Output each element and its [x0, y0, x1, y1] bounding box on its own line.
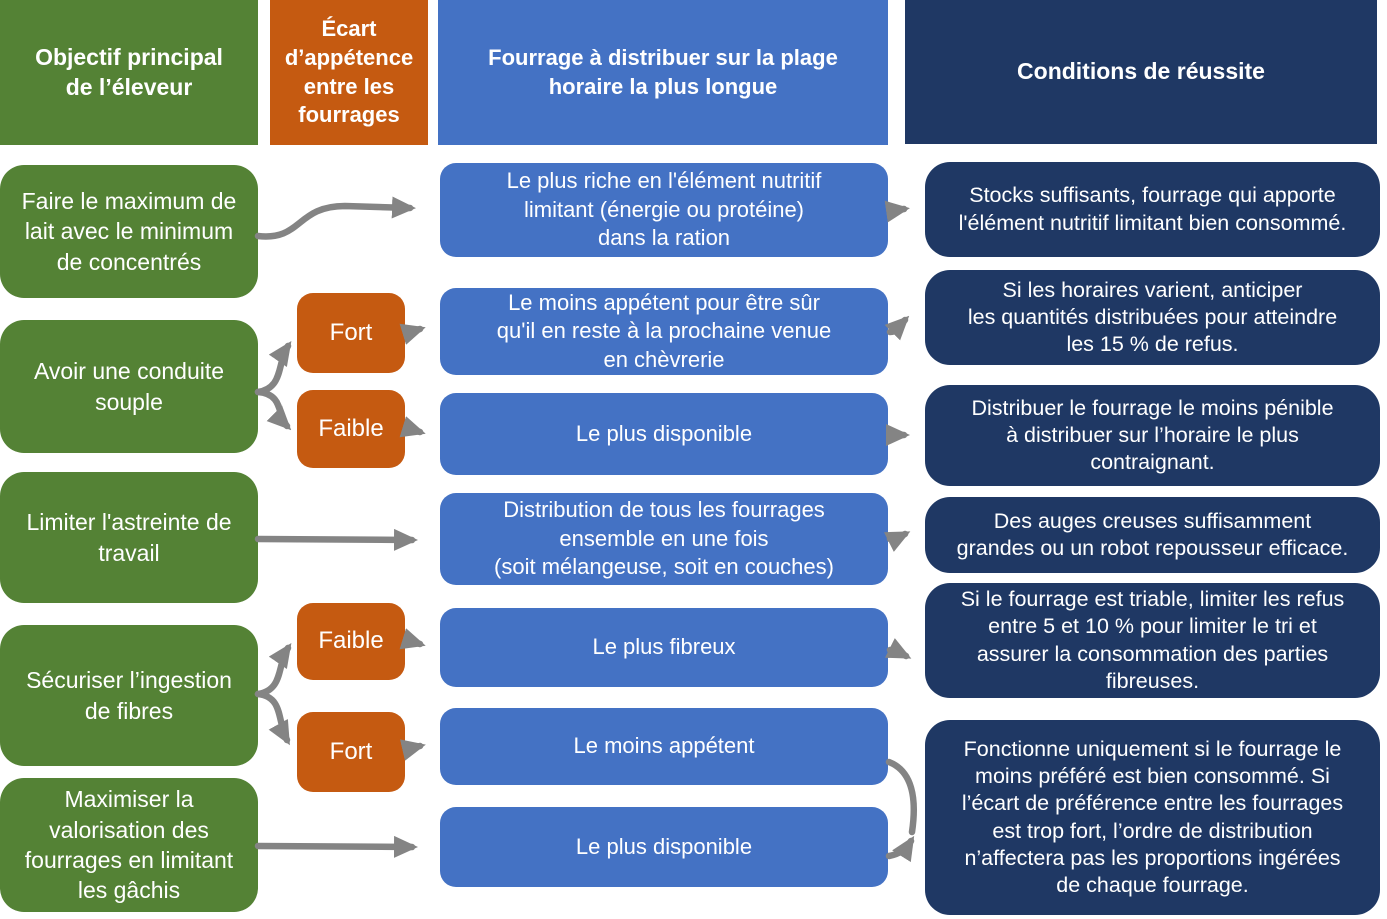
- arrow-faible1-to-forage3: [399, 416, 426, 438]
- gap-box-faible-1-label: Faible: [318, 414, 384, 442]
- forage-box-7-label: Le plus disponible: [575, 833, 753, 859]
- condition-box-2: Si les horaires varient, anticiper les q…: [925, 270, 1380, 365]
- arrow-forage1-to-condition1: [884, 200, 910, 223]
- gap-box-fort-1-label: Fort: [329, 318, 373, 346]
- forage-box-5-label: Le plus fibreux: [592, 634, 736, 660]
- gap-box-faible-2-label: Faible: [318, 627, 384, 655]
- arrow-fort2-to-forage6: [399, 739, 426, 761]
- condition-box-6-label: Fonctionne uniquement si le fourrage le …: [961, 737, 1344, 897]
- header-conditions-label: Conditions de réussite: [1017, 58, 1265, 85]
- forage-box-3: Le plus disponible: [440, 393, 888, 475]
- arrow-objective1-to-forage1: [254, 196, 416, 240]
- objective-box-3: Limiter l'astreinte de travail: [0, 472, 258, 603]
- arrow-forage5-to-condition5: [884, 638, 912, 660]
- condition-box-3-label: Distribuer le fourrage le moins pénible …: [971, 395, 1334, 475]
- forage-box-2: Le moins appétent pour être sûr qu'il en…: [440, 288, 888, 375]
- condition-box-1-label: Stocks suffisants, fourrage qui apporte …: [958, 183, 1347, 235]
- arrow-faible2-to-forage5: [399, 628, 426, 650]
- condition-box-3: Distribuer le fourrage le moins pénible …: [925, 385, 1380, 486]
- arrow-objective3-to-forage4: [254, 528, 418, 551]
- objective-box-5-label: Maximiser la valorisation des fourrages …: [24, 786, 234, 904]
- forage-box-4: Distribution de tous les fourrages ensem…: [440, 493, 888, 585]
- objective-box-1: Faire le maximum de lait avec le minimum…: [0, 165, 258, 298]
- forage-box-5: Le plus fibreux: [440, 608, 888, 687]
- arrow-forage2-to-condition2: [884, 315, 910, 341]
- header-objective-label: Objectif principal de l’éleveur: [35, 43, 223, 100]
- objective-box-2: Avoir une conduite souple: [0, 320, 258, 453]
- condition-box-5: Si le fourrage est triable, limiter les …: [925, 583, 1380, 698]
- condition-box-4: Des auges creuses suffisamment grandes o…: [925, 497, 1380, 573]
- objective-box-4: Sécuriser l’ingestion de fibres: [0, 625, 258, 766]
- objective-box-2-label: Avoir une conduite souple: [33, 358, 225, 415]
- forage-box-6-label: Le moins appétent: [573, 733, 755, 759]
- header-objective: Objectif principal de l’éleveur: [0, 0, 258, 145]
- objective-box-1-label: Faire le maximum de lait avec le minimum…: [21, 187, 237, 275]
- forage-box-2-label: Le moins appétent pour être sûr qu'il en…: [496, 289, 832, 372]
- condition-box-1: Stocks suffisants, fourrage qui apporte …: [925, 162, 1380, 257]
- arrow-objective2-to-fort: [254, 341, 292, 396]
- condition-box-5-label: Si le fourrage est triable, limiter les …: [960, 587, 1345, 693]
- arrow-objective2-to-faible: [254, 388, 292, 431]
- arrow-objective4-to-fort: [254, 690, 291, 746]
- arrow-forage7-to-condition6: [885, 835, 915, 863]
- gap-box-fort-2: Fort: [297, 712, 405, 792]
- arrow-forage6-to-condition6: [885, 758, 917, 836]
- objective-box-4-label: Sécuriser l’ingestion de fibres: [26, 667, 232, 724]
- header-appetence-gap: Écart d’appétence entre les fourrages: [270, 0, 428, 145]
- header-conditions: Conditions de réussite: [905, 0, 1377, 144]
- gap-box-fort-2-label: Fort: [329, 737, 373, 765]
- forage-box-3-label: Le plus disponible: [575, 420, 753, 446]
- arrow-forage4-to-condition4: [883, 530, 911, 552]
- forage-box-1: Le plus riche en l'élément nutritif limi…: [440, 163, 888, 257]
- header-appetence-gap-label: Écart d’appétence entre les fourrages: [284, 16, 414, 128]
- arrow-objective5-to-forage7: [254, 835, 418, 858]
- forage-box-1-label: Le plus riche en l'élément nutritif limi…: [506, 168, 822, 251]
- header-forage-label: Fourrage à distribuer sur la plage horai…: [488, 44, 838, 99]
- condition-box-6: Fonctionne uniquement si le fourrage le …: [925, 720, 1380, 915]
- arrow-objective4-to-faible: [254, 643, 292, 698]
- gap-box-faible-2: Faible: [297, 603, 405, 680]
- condition-box-4-label: Des auges creuses suffisamment grandes o…: [956, 508, 1349, 560]
- header-forage: Fourrage à distribuer sur la plage horai…: [438, 0, 888, 145]
- forage-box-7: Le plus disponible: [440, 807, 888, 887]
- forage-box-6: Le moins appétent: [440, 708, 888, 785]
- condition-box-2-label: Si les horaires varient, anticiper les q…: [967, 277, 1338, 357]
- forage-box-4-label: Distribution de tous les fourrages ensem…: [494, 497, 834, 580]
- gap-box-faible-1: Faible: [297, 390, 405, 468]
- arrow-fort1-to-forage2: [399, 323, 426, 345]
- objective-box-5: Maximiser la valorisation des fourrages …: [0, 778, 258, 912]
- objective-box-3-label: Limiter l'astreinte de travail: [26, 509, 232, 566]
- gap-box-fort-1: Fort: [297, 293, 405, 373]
